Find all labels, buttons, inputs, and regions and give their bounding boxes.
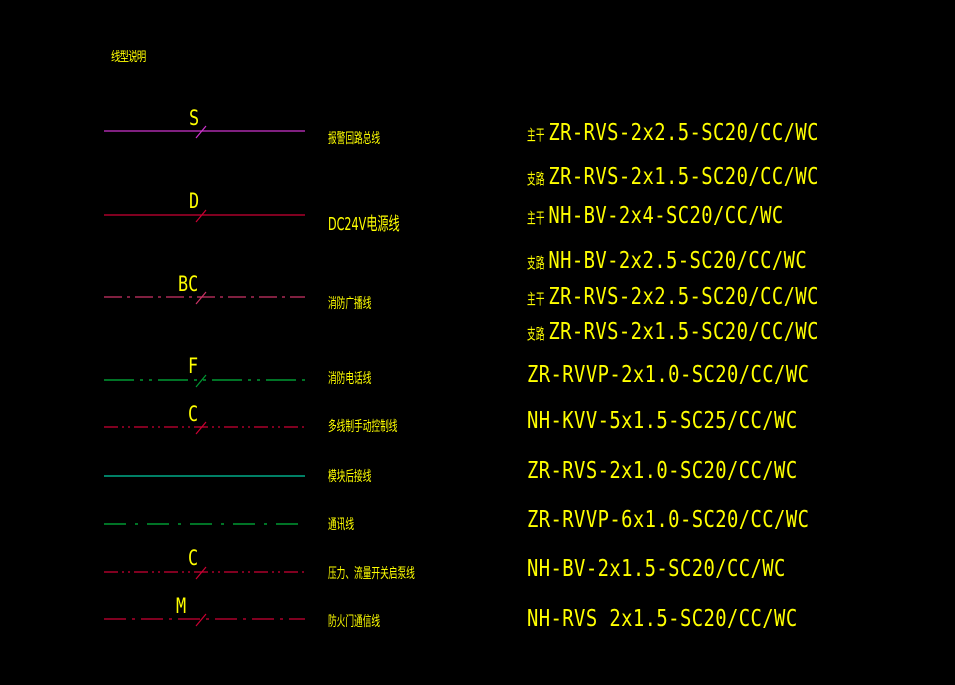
line-sample-bc xyxy=(104,291,305,305)
symbol-s: S xyxy=(189,106,200,130)
legend-title: 线型说明 xyxy=(111,50,146,65)
spec-row: NH-BV-2x1.5-SC20/CC/WC xyxy=(527,556,786,582)
line-sample-f xyxy=(104,374,305,388)
line-sample-m xyxy=(104,613,305,627)
line-sample-c1 xyxy=(104,421,305,435)
desc-manual-control: 多线制手动控制线 xyxy=(328,419,398,435)
symbol-m: M xyxy=(176,594,187,618)
desc-comm: 通讯线 xyxy=(328,517,355,533)
symbol-c2: C xyxy=(188,546,199,570)
desc-pressure-switch: 压力、流量开关启泵线 xyxy=(328,566,415,582)
desc-alarm-bus: 报警回路总线 xyxy=(328,131,381,147)
spec-row: NH-RVS 2x1.5-SC20/CC/WC xyxy=(527,606,798,632)
desc-broadcast: 消防广播线 xyxy=(328,296,372,312)
symbol-bc: BC xyxy=(178,272,199,296)
desc-phone: 消防电话线 xyxy=(328,371,372,387)
symbol-d: D xyxy=(189,189,200,213)
line-sample-d xyxy=(104,209,305,223)
line-sample-c2 xyxy=(104,566,305,580)
spec-row: ZR-RVS-2x1.0-SC20/CC/WC xyxy=(527,458,798,484)
spec-row: NH-KVV-5x1.5-SC25/CC/WC xyxy=(527,408,798,434)
desc-module: 模块后接线 xyxy=(328,469,372,485)
desc-dc24v: DC24V电源线 xyxy=(328,214,400,235)
spec-row: ZR-RVVP-6x1.0-SC20/CC/WC xyxy=(527,507,810,533)
symbol-f: F xyxy=(188,354,199,378)
symbol-c1: C xyxy=(188,402,199,426)
desc-fire-door: 防火门通信线 xyxy=(328,614,381,630)
spec-row: ZR-RVVP-2x1.0-SC20/CC/WC xyxy=(527,362,810,388)
line-sample-s xyxy=(104,125,305,139)
